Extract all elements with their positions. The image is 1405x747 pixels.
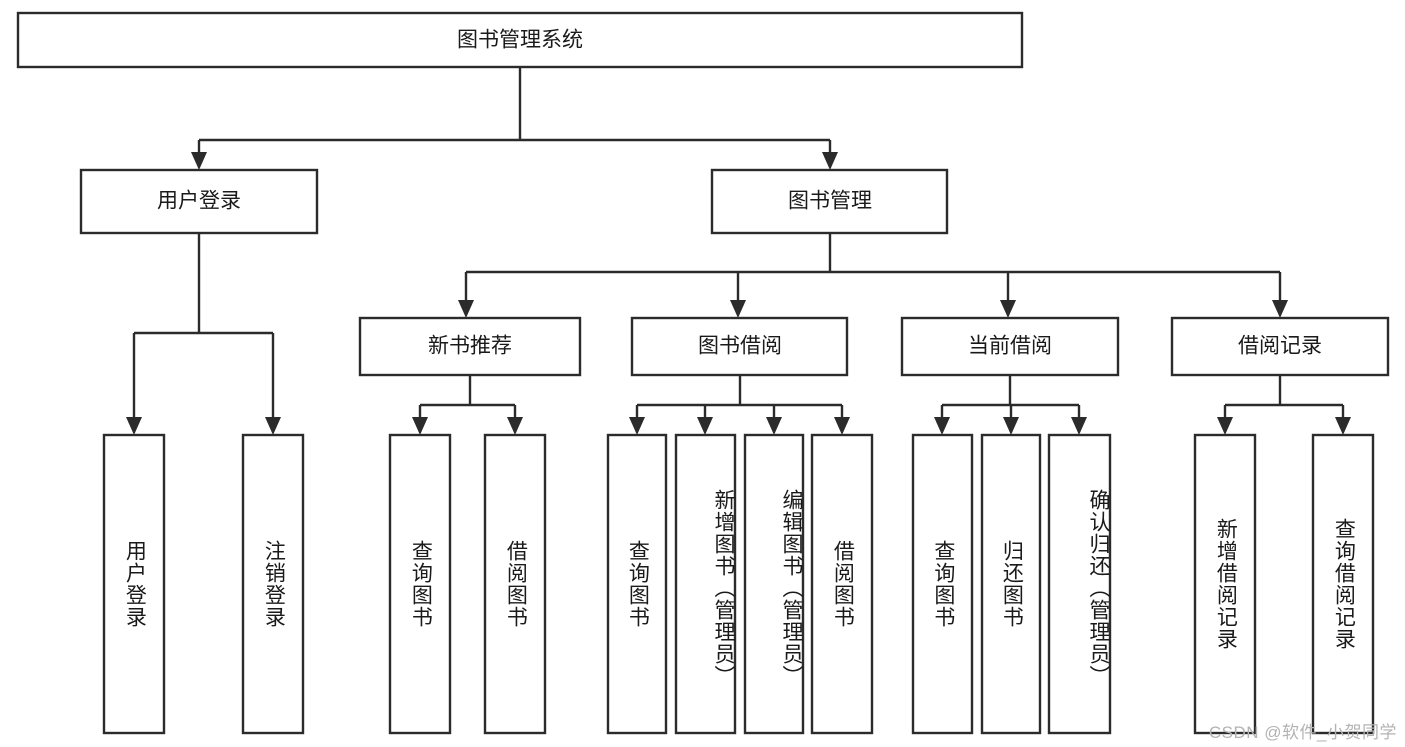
- node-borrow-record-rect[interactable]: [1170, 316, 1390, 377]
- arrowhead-borrow-record-leaf-2: [1335, 417, 1351, 435]
- arrowhead-current-borrow-leaf-1: [934, 417, 950, 435]
- arrowhead-to-new-book-rec: [458, 300, 474, 318]
- node-book-borrow-rect[interactable]: [630, 316, 849, 377]
- arrowhead-new-book-rec-leaf-1: [412, 417, 428, 435]
- node-new-book-rec[interactable]: 新书推荐: [358, 316, 582, 377]
- node-root-rect[interactable]: [16, 11, 1024, 69]
- node-leaf-borrow-book-2-rect[interactable]: [810, 433, 874, 735]
- node-current-borrow-rect[interactable]: [900, 316, 1120, 377]
- node-user-login[interactable]: 用户登录: [79, 168, 319, 235]
- arrowhead-user-login-leaf-2: [265, 417, 281, 435]
- node-book-borrow[interactable]: 图书借阅: [630, 316, 849, 377]
- node-leaf-return-book-rect[interactable]: [980, 433, 1042, 735]
- node-leaf-logout-rect[interactable]: [241, 433, 305, 735]
- node-new-book-rec-rect[interactable]: [358, 316, 582, 377]
- node-leaf-query-book-3-rect[interactable]: [911, 433, 974, 735]
- node-borrow-record-label: 借阅记录: [1238, 335, 1322, 358]
- node-layer: 图书管理系统 用户登录 图书管理 新书推荐 图书借阅 当前: [16, 11, 1390, 735]
- node-leaf-borrow-book-1-rect[interactable]: [483, 433, 547, 735]
- node-book-borrow-label: 图书借阅: [698, 335, 782, 358]
- arrowhead-new-book-rec-leaf-2: [507, 417, 523, 435]
- arrowhead-user-login-leaf-1: [126, 417, 142, 435]
- node-book-manage[interactable]: 图书管理: [710, 168, 949, 235]
- watermark-text: CSDN @软件_小贺同学: [1208, 723, 1397, 742]
- node-user-login-label: 用户登录: [157, 190, 241, 213]
- node-book-manage-label: 图书管理: [788, 190, 872, 213]
- node-new-book-rec-label: 新书推荐: [428, 335, 512, 358]
- node-leaf-query-book-2-rect[interactable]: [606, 433, 668, 735]
- arrowhead-root-to-user-login: [191, 152, 207, 170]
- arrowhead-book-borrow-leaf-3: [766, 417, 782, 435]
- arrowhead-current-borrow-leaf-2: [1003, 417, 1019, 435]
- node-leaf-confirm-return-rect[interactable]: [1047, 433, 1112, 735]
- arrowhead-to-current-borrow: [1000, 300, 1016, 318]
- arrowhead-to-borrow-record: [1272, 300, 1288, 318]
- node-leaf-add-record-rect[interactable]: [1193, 433, 1257, 735]
- node-leaf-add-book-rect[interactable]: [674, 433, 737, 735]
- node-leaf-query-book-1-rect[interactable]: [388, 433, 452, 735]
- arrowhead-current-borrow-leaf-3: [1071, 417, 1087, 435]
- node-leaf-user-login-rect[interactable]: [102, 433, 166, 735]
- node-book-manage-rect[interactable]: [710, 168, 949, 235]
- arrowhead-book-borrow-leaf-1: [629, 417, 645, 435]
- node-current-borrow-label: 当前借阅: [968, 335, 1052, 358]
- node-leaf-query-record-rect[interactable]: [1311, 433, 1375, 735]
- arrowhead-borrow-record-leaf-1: [1217, 417, 1233, 435]
- arrowhead-book-borrow-leaf-4: [834, 417, 850, 435]
- connector-layer: [126, 67, 1351, 435]
- node-leaf-edit-book-rect[interactable]: [743, 433, 805, 735]
- node-borrow-record[interactable]: 借阅记录: [1170, 316, 1390, 377]
- arrowhead-to-book-borrow: [730, 300, 746, 318]
- node-root[interactable]: 图书管理系统: [16, 11, 1024, 69]
- arrowhead-root-to-book-manage: [822, 152, 838, 170]
- node-user-login-rect[interactable]: [79, 168, 319, 235]
- node-current-borrow[interactable]: 当前借阅: [900, 316, 1120, 377]
- arrowhead-book-borrow-leaf-2: [697, 417, 713, 435]
- node-root-label: 图书管理系统: [457, 29, 583, 52]
